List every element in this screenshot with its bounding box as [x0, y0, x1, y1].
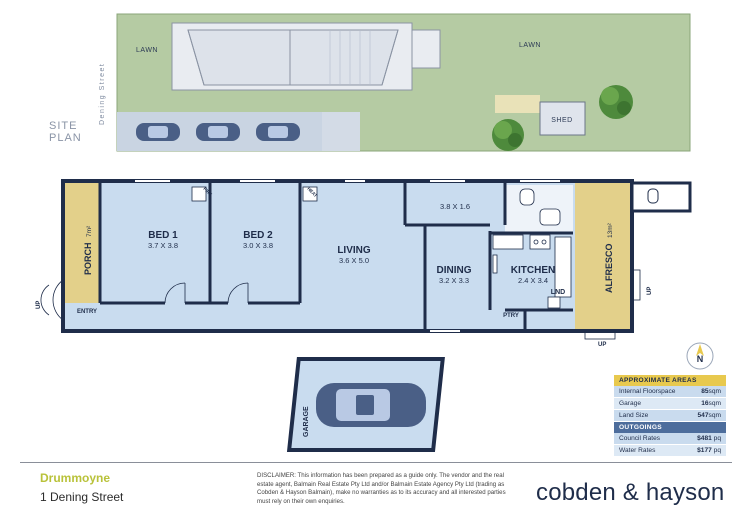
- site-plan: SHED LAWN LAWN Dening Street: [99, 13, 691, 152]
- heat-marker: [302, 186, 318, 202]
- areas-header: APPROXIMATE AREAS: [614, 375, 726, 386]
- car-icon: [256, 123, 300, 141]
- site-lawn-left-label: LAWN: [136, 47, 158, 54]
- areas-row: Internal Floorspace 85sqm: [614, 386, 726, 398]
- footer-disclaimer: DISCLAIMER: This information has been pr…: [257, 472, 506, 505]
- fire-label: FIRE: [202, 186, 213, 197]
- areas-row-label: Garage: [619, 400, 641, 407]
- site-side-path: [322, 112, 360, 151]
- room-dining-dims: 3.2 X 3.3: [439, 276, 469, 285]
- room-bath-dims: 3.8 X 1.6: [440, 202, 470, 211]
- room-kitchen-dims: 2.4 X 3.4: [518, 276, 548, 285]
- up-label-entry: UP: [36, 301, 42, 309]
- room-bed1-dims: 3.7 X 3.8: [148, 241, 178, 250]
- areas-row-label: Land Size: [619, 412, 649, 419]
- entry-label: ENTRY: [77, 309, 97, 315]
- site-lawn-right-label: LAWN: [519, 42, 541, 49]
- areas-row-value: 547sqm: [697, 412, 721, 419]
- up-label-rear: UP: [598, 342, 606, 348]
- porch-name: PORCH: [83, 242, 93, 275]
- fire-marker: [191, 186, 207, 202]
- porch-label: PORCH 7m²: [83, 225, 93, 275]
- room-living-name: LIVING: [337, 245, 371, 256]
- brand-logo: cobden & hayson: [536, 479, 725, 506]
- areas-table: APPROXIMATE AREAS Internal Floorspace 85…: [614, 375, 726, 457]
- areas-row-value: 85sqm: [701, 388, 721, 395]
- site-plan-title: SITE PLAN: [49, 120, 82, 144]
- areas-row-label: Internal Floorspace: [619, 388, 676, 395]
- footer-street: 1 Dening Street: [40, 490, 124, 504]
- alfresco-area-text: 13m²: [607, 222, 614, 238]
- floor-entry: [65, 303, 100, 329]
- site-plan-title-line1: SITE: [49, 120, 78, 132]
- porch-area-text: 7m²: [86, 225, 93, 237]
- room-bed2-name: BED 2: [243, 230, 273, 241]
- room-kitchen-name: KITCHEN: [511, 265, 555, 276]
- alfresco-label: ALFRESCO 13m²: [604, 222, 614, 293]
- footer-divider: [20, 462, 732, 463]
- street-label: Dening Street: [99, 63, 106, 125]
- footer-suburb: Drummoyne: [40, 471, 111, 485]
- outgoings-row: Council Rates $481 pq: [614, 433, 726, 445]
- outgoings-row-value: $177 pq: [697, 447, 721, 454]
- site-plan-title-line2: PLAN: [49, 132, 82, 144]
- site-shed: [539, 101, 586, 136]
- areas-row: Land Size 547sqm: [614, 410, 726, 422]
- outdoor-wc: [630, 181, 692, 213]
- site-roof-ridge: [187, 29, 399, 86]
- room-ptry-label: PTRY: [503, 313, 519, 319]
- outgoings-row-label: Water Rates: [619, 447, 656, 454]
- outgoings-row: Water Rates $177 pq: [614, 445, 726, 457]
- tree-icon: [492, 119, 524, 151]
- site-path: [495, 95, 540, 113]
- room-bed1-name: BED 1: [148, 230, 178, 241]
- garage-label: GARAGE: [303, 406, 310, 437]
- car-icon: [136, 123, 180, 141]
- car-icon: [196, 123, 240, 141]
- site-shed-label: SHED: [551, 117, 572, 124]
- room-lnd-label: LND: [551, 289, 565, 296]
- garage-car-icon: [316, 383, 426, 427]
- floor-plan: FIRE HEAT BED 1 3.7 X 3.8 BED 2 3.0 X 3.…: [36, 179, 692, 452]
- outgoings-row-label: Council Rates: [619, 435, 661, 442]
- porch-area: [65, 183, 100, 303]
- alfresco-name: ALFRESCO: [604, 244, 614, 294]
- room-bed2-dims: 3.0 X 3.8: [243, 241, 273, 250]
- room-dining-name: DINING: [437, 265, 472, 276]
- room-living-dims: 3.6 X 5.0: [339, 256, 369, 265]
- north-arrow-icon: N: [686, 342, 714, 370]
- up-label-alfresco: UP: [647, 287, 653, 295]
- areas-row-value: 16sqm: [701, 400, 721, 407]
- outgoings-row-value: $481 pq: [697, 435, 721, 442]
- site-rear-extension: [411, 29, 441, 69]
- outgoings-header: OUTGOINGS: [614, 422, 726, 433]
- bath-area: [505, 185, 573, 233]
- alfresco-area: [575, 183, 630, 329]
- areas-row: Garage 16sqm: [614, 398, 726, 410]
- svg-text:N: N: [697, 354, 704, 364]
- tree-icon: [599, 85, 633, 119]
